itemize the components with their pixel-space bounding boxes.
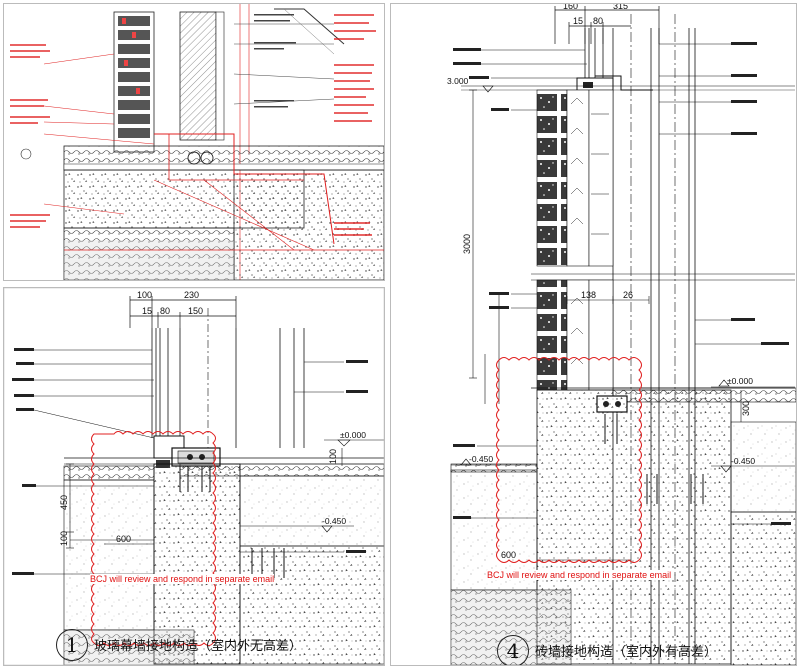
dim-315-top: 315 [613,4,628,11]
review-note-1: BCJ will review and respond in separate … [90,574,275,584]
section-drawing-1: 100 230 15 80 150 ±0.000 100 [4,288,384,665]
detail-title-4: 砖墙接地构造（室内外有高差） [535,645,718,660]
detail-sheet-1: 100 230 15 80 150 ±0.000 100 [3,287,385,666]
north-arrow-icon [20,148,32,160]
dim-100-right: 100 [328,449,338,464]
level-neg0450-left: -0.450 [469,454,493,464]
dim-80-top: 80 [160,306,170,316]
level-pm0000-r: ±0.000 [727,376,753,386]
detail-number-4: 4 [497,635,529,665]
detail-number-1: 1 [56,629,88,661]
section-drawing-4: 160 315 15 80 3.000 [447,4,796,665]
dim-150-top: 150 [188,306,203,316]
dim-600-left: 600 [116,534,131,544]
dim-3000-left: 3000 [462,234,472,254]
label-glyphs-4 [453,42,791,525]
revision-cloud-4 [496,357,642,563]
level-neg0450-right: -0.450 [731,456,755,466]
grey-annotation-lines-right [254,14,296,108]
review-note-4: BCJ will review and respond in separate … [487,570,672,580]
detail-title-1: 玻璃幕墙接地构造（室内外无高差） [94,639,303,654]
dim-160-top: 160 [563,4,578,11]
level-3000: 3.000 [447,76,469,86]
label-glyphs-left-1 [12,348,368,575]
dim-600-r: 600 [501,550,516,560]
dim-450-left: 450 [59,495,69,510]
dim-100-top: 100 [137,290,152,300]
level-pm0000: ±0.000 [340,430,366,440]
level-neg0450: -0.450 [322,516,346,526]
dim-138: 138 [581,290,596,300]
dim-15-top-r: 15 [573,16,583,26]
dim-100-left: 100 [59,531,69,546]
revision-cloud-1 [91,431,216,646]
detail-sheet-top-left [3,3,385,281]
dim-80-top-r: 80 [593,16,603,26]
detail-sheet-4: 160 315 15 80 3.000 [390,3,797,666]
dim-300-right: 300 [741,401,751,416]
dim-15-top: 15 [142,306,152,316]
dim-26: 26 [623,290,633,300]
red-annotation-lines-right [334,14,376,236]
section-drawing-top-left [4,4,384,280]
red-annotation-lines-left [10,44,50,228]
dim-230-top: 230 [184,290,199,300]
